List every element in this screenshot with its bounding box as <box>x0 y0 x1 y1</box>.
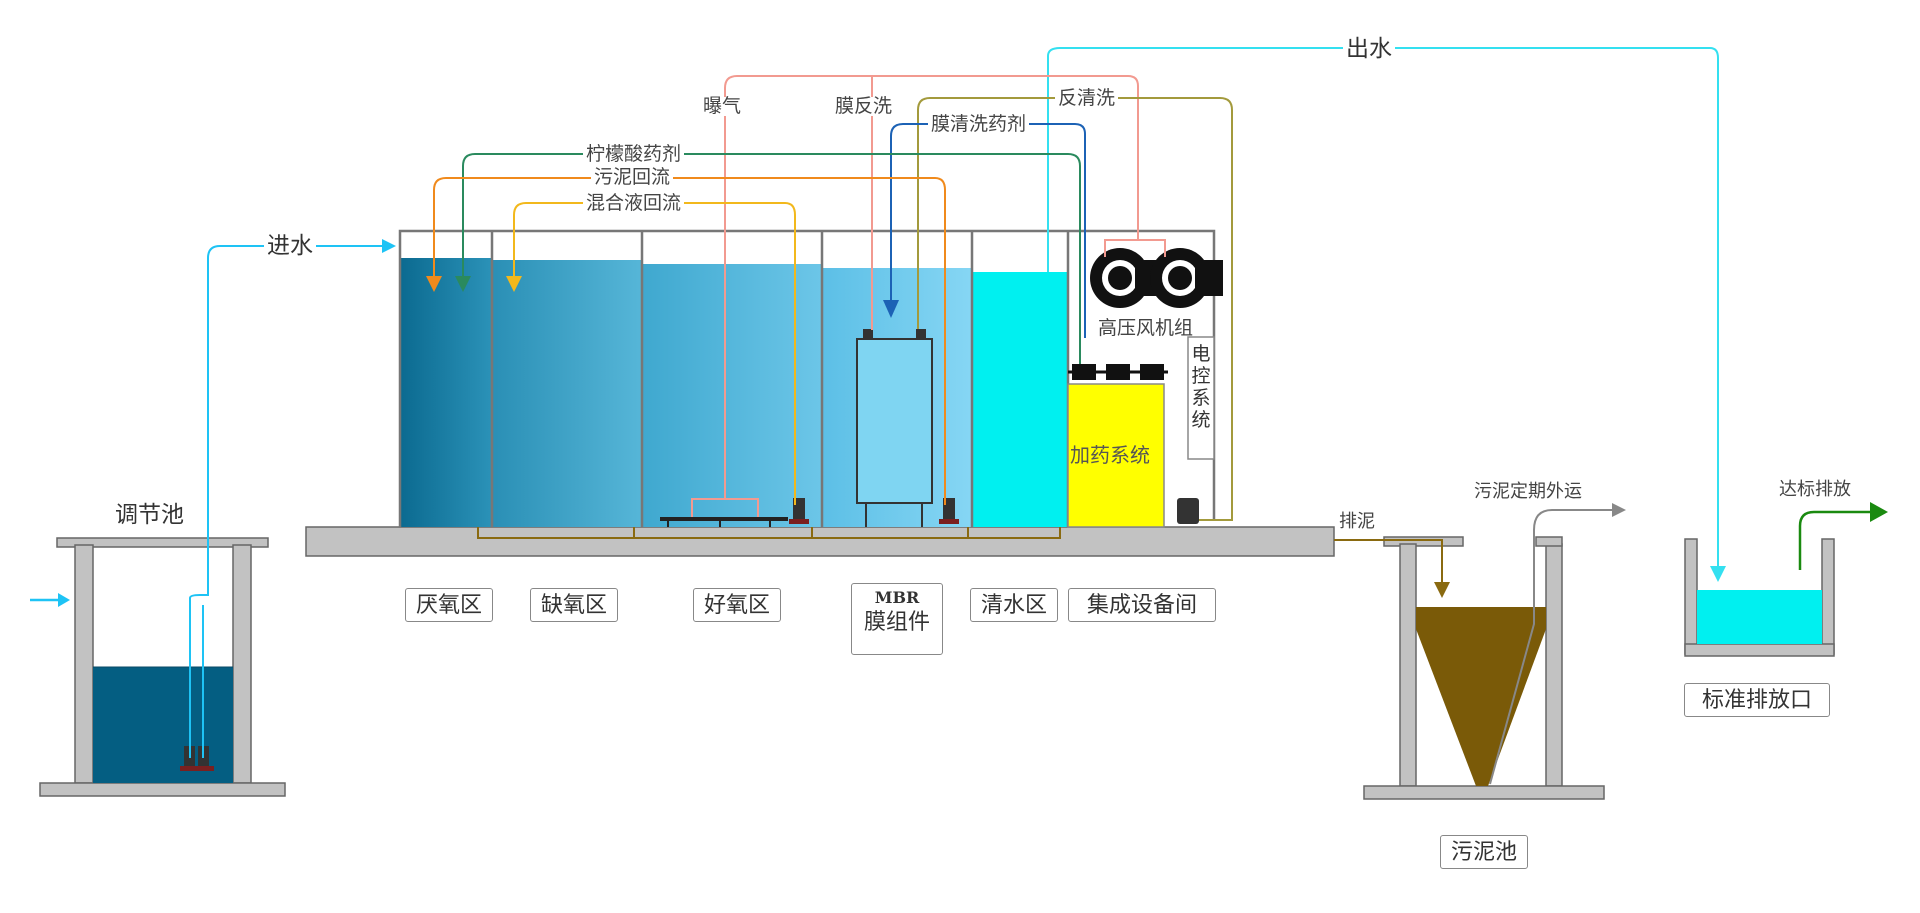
sludge-tank-label: 污泥池 <box>1440 835 1528 869</box>
outlet-label: 出水 <box>1343 37 1395 60</box>
citric-pipe <box>462 153 1081 364</box>
raw-inflow-arrow <box>30 593 70 607</box>
electrical-control-label: 电控系统 <box>1191 344 1211 432</box>
regulating-tank-label: 调节池 <box>115 501 184 527</box>
zone-anaerobic: 厌氧区 <box>405 588 493 622</box>
discharge-sludge-label: 排泥 <box>1339 511 1375 531</box>
regulating-tank <box>39 537 286 797</box>
zone-equipment-room: 集成设备间 <box>1068 588 1216 622</box>
compliant-discharge-label: 达标排放 <box>1779 479 1851 499</box>
compliant-discharge-pipe <box>1798 510 1872 570</box>
blower-label: 高压风机组 <box>1098 318 1194 339</box>
platform-slab <box>305 526 1335 557</box>
backflush-label: 反清洗 <box>1055 89 1119 108</box>
sludge-discharge-pipe <box>1334 539 1443 582</box>
compliant-discharge-arrow <box>1870 502 1888 522</box>
outfall-basin <box>1684 538 1835 657</box>
zone-mbr-line2: 膜组件 <box>863 609 930 634</box>
mixed-return-arrow <box>506 276 522 292</box>
citric-arrow <box>455 276 471 292</box>
sludge-outbound-arrow <box>1612 503 1626 517</box>
inlet-pipe <box>189 245 390 758</box>
submersible-pump <box>1177 498 1199 524</box>
sludge-return-label: 污泥回流 <box>591 168 674 187</box>
membrane-chem-label: 膜清洗药剂 <box>928 115 1030 134</box>
outlet-arrow <box>1710 566 1726 582</box>
inlet-arrow <box>382 239 396 253</box>
sludge-outbound-pipe <box>1489 509 1612 785</box>
inlet-label: 进水 <box>264 234 316 257</box>
zone-clear-water: 清水区 <box>970 588 1058 622</box>
sludge-discharge-arrow <box>1434 582 1450 598</box>
membrane-backwash-label: 膜反洗 <box>832 97 896 116</box>
dosing-system <box>1067 364 1168 528</box>
mixed-return-label: 混合液回流 <box>583 194 685 213</box>
backflush-pipe <box>917 97 1233 521</box>
zone-mbr-line1: MBR <box>874 588 920 607</box>
sludge-return-arrow <box>426 276 442 292</box>
sludge-return-pipe <box>433 177 946 505</box>
sludge-outbound-label: 污泥定期外运 <box>1474 481 1582 501</box>
outfall-label: 标准排放口 <box>1684 683 1830 717</box>
sludge-collection-pipe <box>477 527 1061 539</box>
zone-aerobic: 好氧区 <box>693 588 781 622</box>
zone-anoxic: 缺氧区 <box>530 588 618 622</box>
blower-unit <box>1090 239 1223 308</box>
sludge-tank <box>1363 536 1605 800</box>
citric-label: 柠檬酸药剂 <box>583 145 685 164</box>
aeration-pipe <box>724 75 1139 499</box>
aeration-label: 曝气 <box>700 97 745 116</box>
zone-mbr: MBR 膜组件 <box>851 583 943 655</box>
membrane-chem-arrow <box>883 300 899 318</box>
dosing-label: 加药系统 <box>1070 445 1150 467</box>
process-tank-frame <box>398 229 1216 527</box>
mbr-membrane-module <box>856 329 933 527</box>
